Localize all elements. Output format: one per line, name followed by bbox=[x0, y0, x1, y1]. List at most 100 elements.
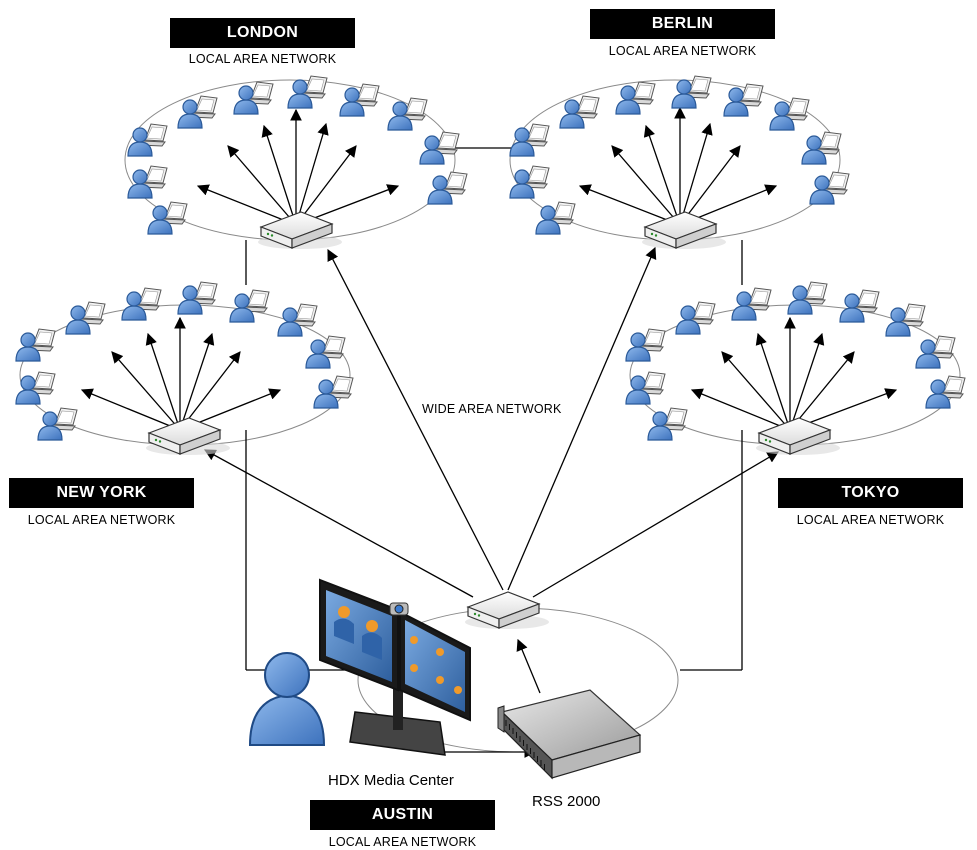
rss-uplink bbox=[516, 638, 541, 694]
lan-link-london bbox=[227, 145, 297, 226]
user-icon bbox=[419, 135, 445, 165]
user-icon bbox=[339, 87, 365, 117]
site-network-tokyo: LOCAL AREA NETWORK bbox=[796, 513, 945, 527]
user-icon bbox=[248, 652, 326, 746]
user-icon bbox=[925, 379, 951, 409]
user-icon bbox=[671, 79, 697, 109]
network-nodes bbox=[15, 75, 966, 780]
user-icon bbox=[801, 135, 827, 165]
user-icon bbox=[277, 307, 303, 337]
lan-link-new-york bbox=[145, 332, 181, 431]
user-icon bbox=[647, 411, 673, 441]
lan-link-tokyo bbox=[789, 351, 855, 431]
wan-link-tokyo bbox=[532, 451, 780, 598]
user-icon bbox=[147, 205, 173, 235]
user-icon bbox=[233, 85, 259, 115]
laptop-icon bbox=[799, 281, 828, 305]
lan-link-berlin bbox=[643, 124, 681, 226]
user-icon bbox=[15, 375, 41, 405]
laptop-icon bbox=[683, 75, 712, 99]
user-icon bbox=[509, 127, 535, 157]
user-icon bbox=[177, 99, 203, 129]
laptop-icon bbox=[439, 171, 468, 195]
router-london bbox=[258, 211, 342, 249]
lan-link-london bbox=[196, 184, 297, 226]
lan-link-tokyo bbox=[690, 388, 791, 431]
router-tokyo bbox=[756, 417, 840, 455]
lan-link-berlin bbox=[679, 145, 741, 226]
laptop-icon bbox=[743, 287, 772, 311]
site-title-tokyo: TOKYO bbox=[778, 478, 963, 508]
user-icon bbox=[121, 291, 147, 321]
laptop-icon bbox=[317, 335, 346, 359]
lan-link-london bbox=[295, 145, 357, 226]
lan-link-london bbox=[295, 122, 329, 226]
laptop-icon bbox=[781, 97, 810, 121]
user-icon bbox=[559, 99, 585, 129]
router-new-york bbox=[146, 417, 230, 455]
user-icon bbox=[127, 127, 153, 157]
router-berlin bbox=[642, 211, 726, 249]
router-austin bbox=[465, 591, 549, 629]
lan-link-new-york bbox=[179, 351, 241, 431]
user-icon bbox=[229, 293, 255, 323]
lan-link-berlin bbox=[611, 145, 681, 226]
user-icon bbox=[915, 339, 941, 369]
laptop-icon bbox=[637, 371, 666, 395]
user-icon bbox=[885, 307, 911, 337]
user-icon bbox=[15, 332, 41, 362]
laptop-icon bbox=[189, 95, 218, 119]
user-icon bbox=[839, 293, 865, 323]
lan-link-new-york bbox=[111, 351, 181, 431]
site-network-london: LOCAL AREA NETWORK bbox=[188, 52, 337, 66]
laptop-icon bbox=[521, 165, 550, 189]
user-icon bbox=[65, 305, 91, 335]
wan-label: WIDE AREA NETWORK bbox=[422, 402, 562, 416]
laptop-icon bbox=[289, 303, 318, 327]
user-icon bbox=[809, 175, 835, 205]
laptop-icon bbox=[245, 81, 274, 105]
user-icon bbox=[625, 332, 651, 362]
user-icon bbox=[625, 375, 651, 405]
user-icon bbox=[37, 411, 63, 441]
lan-link-london bbox=[261, 124, 297, 226]
laptop-icon bbox=[627, 81, 656, 105]
lan-link-berlin bbox=[679, 122, 713, 226]
user-icon bbox=[535, 205, 561, 235]
user-icon bbox=[305, 339, 331, 369]
rack-server-icon bbox=[497, 689, 642, 780]
site-network-austin: LOCAL AREA NETWORK bbox=[328, 835, 477, 849]
lan-link-new-york bbox=[80, 388, 181, 431]
user-icon bbox=[769, 101, 795, 131]
user-icon bbox=[723, 87, 749, 117]
laptop-icon bbox=[431, 131, 460, 155]
user-icon bbox=[509, 169, 535, 199]
laptop-icon bbox=[27, 328, 56, 352]
lan-link-tokyo bbox=[789, 332, 825, 431]
site-title-berlin: BERLIN bbox=[590, 9, 775, 39]
site-title-new-york: NEW YORK bbox=[9, 478, 194, 508]
laptop-icon bbox=[139, 165, 168, 189]
media-center-label: HDX Media Center bbox=[328, 772, 454, 789]
wan-link-london bbox=[327, 248, 504, 591]
site-network-berlin: LOCAL AREA NETWORK bbox=[608, 44, 757, 58]
wan-link-berlin bbox=[507, 246, 657, 591]
dual-monitor-icon bbox=[319, 578, 471, 756]
lan-link-berlin bbox=[578, 184, 681, 226]
rss-label: RSS 2000 bbox=[532, 793, 601, 810]
user-icon bbox=[731, 291, 757, 321]
site-title-austin: AUSTIN bbox=[310, 800, 495, 830]
wan-link-new-york bbox=[203, 449, 474, 598]
user-icon bbox=[787, 285, 813, 315]
lan-link-tokyo bbox=[755, 332, 791, 431]
laptop-icon bbox=[159, 201, 188, 225]
user-icon bbox=[287, 79, 313, 109]
laptop-icon bbox=[299, 75, 328, 99]
user-icon bbox=[675, 305, 701, 335]
lan-link-new-york bbox=[179, 332, 215, 431]
site-network-new-york: LOCAL AREA NETWORK bbox=[27, 513, 176, 527]
user-icon bbox=[427, 175, 453, 205]
lan-link-tokyo bbox=[721, 351, 791, 431]
user-icon bbox=[177, 285, 203, 315]
user-icon bbox=[615, 85, 641, 115]
